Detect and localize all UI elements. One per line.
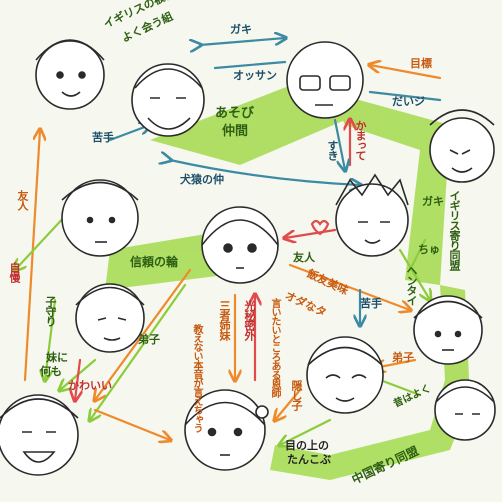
orange-arrow-mokuhyo [370,65,442,80]
label-nanimo: 何も [40,365,62,378]
label-inuzaru: 犬猿の仲 [180,173,224,186]
lime-arrow-me-no-ue [280,418,332,445]
lime-arrow-hentai [398,248,430,300]
label-me-no-ue: 目の上の [285,439,329,452]
label-deshi-left: 弟子 [138,333,160,346]
orange-arrow-kyoiku [93,408,170,440]
label-nigate-mid: 苦手 [360,297,382,310]
label-mokuhyo: 目標 [410,57,432,70]
label-asobi: あそび [215,106,255,121]
label-sanmitsu: 三者姉妹 [218,300,231,340]
flower-girl-face [184,389,269,471]
hat-man-face [429,109,495,183]
faces [0,39,496,476]
label-kyoiku: 教えない本音が言えちゃう [191,324,202,432]
teal-arrow-gaki [200,38,285,45]
arrows [15,38,442,445]
teal-arrow-ossan [213,60,287,70]
label-daijobu: だいジ [392,95,425,108]
label-tankobu: たんこぶ [287,453,331,466]
bearded-man-face [131,63,205,137]
label-chu: ちゅ [418,243,440,256]
red-arrow-yuujin [285,228,337,238]
label-deshi-right: 弟子 [392,351,414,364]
shinrai-band [105,230,230,290]
teal-arrow-nigate [108,125,150,142]
center-bob-face [201,206,279,284]
label-imouto: 妹に [46,351,68,364]
label-kenkyo: 言いたいところある恩師 [269,298,280,397]
red-arrow-kawaii [75,358,80,400]
label-gaki-right: ガキ [422,195,444,208]
slicked-hair-man-face [61,179,139,257]
label-igirisu-domei: イギリス寄り同盟 [448,190,461,270]
label-kakushi: 隠し子 [290,380,303,410]
girl-top-left-face [35,39,105,110]
orange-arrow-hanshi [288,263,410,310]
label-suki: すき [326,140,339,160]
orange-arrow-kakushi [275,388,302,420]
teal-arrow-suki [333,118,345,170]
laughing-man-face [0,394,79,476]
smiling-eyes-man-face [306,336,384,414]
orange-arrow-deshi [95,268,192,400]
teal-arrow-daijobu [368,90,442,102]
lime-arrow-kosodate [45,298,57,380]
cap-man-face [413,295,483,365]
label-nakama: 仲間 [222,124,249,139]
label-jiman: 自慢 [8,262,21,282]
spiky-man-face [335,173,409,257]
label-kosodate: 子守り [44,296,57,326]
curly-man-face [75,283,145,353]
bowl-cut-man-face [434,379,496,441]
label-hentai: ヘンタイ [405,265,418,305]
label-nigate-left: 苦手 [92,131,114,144]
teal-arrow-inuzaru [170,160,360,185]
lime-arrow-chu [408,238,427,272]
label-yuujin-left: 友人 [16,190,29,210]
label-shinrai: 信頼の輪 [130,255,179,269]
label-hikari: 光秘密外 [243,300,256,340]
lime-arrow-deshi [90,283,187,420]
lime-arrow-mukashi [378,378,422,397]
label-kawaii: かわいい [68,379,112,392]
red-heart [310,219,330,236]
orange-arrow-yuujin-left [23,130,40,382]
label-yuujin-mid: 友人 [293,251,315,264]
glasses-man-face [286,41,364,119]
label-ossan: オッサン [233,69,277,82]
label-gaki-top: ガキ [230,23,252,36]
igirisu-band [330,92,450,285]
label-kamatte: かまって [354,120,367,160]
